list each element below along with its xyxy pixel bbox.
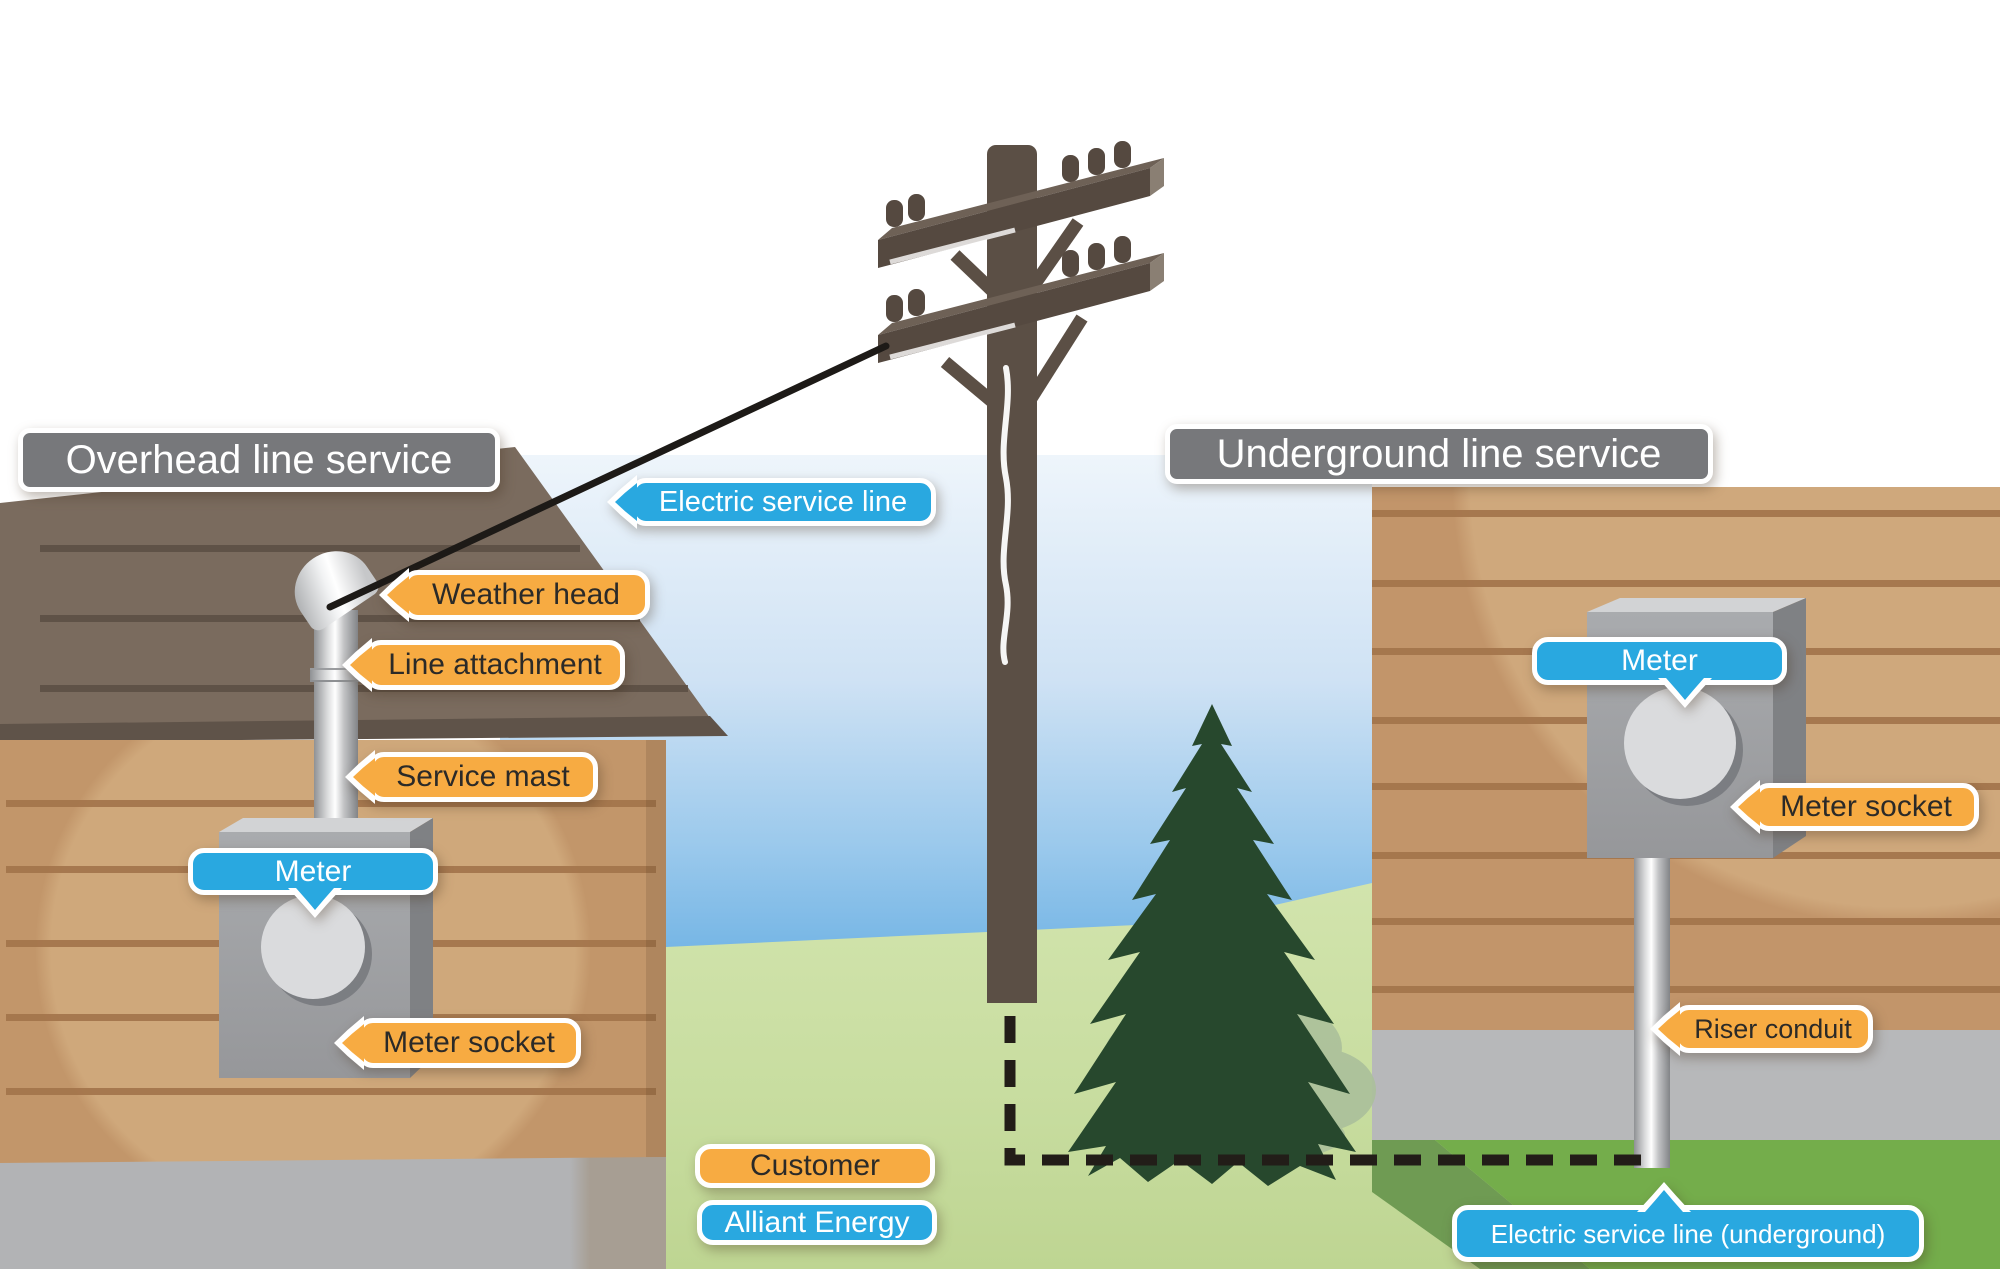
insulator: [886, 200, 903, 227]
right-meter-box-top: [1587, 598, 1806, 612]
label-text: Meter: [1621, 644, 1698, 677]
label-text: Meter socket: [383, 1026, 555, 1059]
insulator: [886, 295, 903, 322]
siding-line: [1372, 918, 2000, 925]
label-text: Electric service line: [658, 485, 908, 518]
riser-conduit-pipe: [1634, 858, 1670, 1168]
label-text: Service mast: [396, 760, 570, 793]
label-riser-conduit: Riser conduit: [1673, 1005, 1873, 1053]
pole-crack-highlight: [1000, 365, 1011, 665]
insulator: [908, 194, 925, 221]
overhead-service-wire: [326, 342, 890, 611]
left-house-corner-shade: [646, 740, 666, 1157]
right-meter-dial: [1624, 687, 1736, 799]
siding-line: [1372, 580, 2000, 587]
insulator: [1088, 148, 1105, 175]
title-text: Overhead line service: [65, 438, 453, 482]
label-text: Electric service line (underground): [1490, 1218, 1886, 1249]
insulator: [1062, 250, 1079, 277]
label-text: Line attachment: [388, 648, 602, 681]
legend-text: Alliant Energy: [724, 1205, 910, 1239]
label-weather-head: Weather head: [402, 570, 650, 620]
label-electric-service-line: Electric service line: [630, 478, 936, 526]
siding-line: [6, 1088, 656, 1095]
left-house-foundation: [0, 1157, 666, 1269]
roof-shingle-line: [40, 685, 688, 692]
pole-trunk: [987, 145, 1037, 1003]
title-underground-line-service: Underground line service: [1165, 424, 1713, 484]
label-text: Meter socket: [1780, 790, 1952, 823]
siding-line: [1372, 510, 2000, 517]
left-meter-box-top: [219, 818, 433, 832]
legend-customer: Customer: [695, 1144, 935, 1188]
siding-line: [1372, 986, 2000, 993]
legend-alliant-energy: Alliant Energy: [697, 1200, 937, 1245]
title-overhead-line-service: Overhead line service: [18, 428, 500, 492]
upper-crossarm: [878, 141, 1164, 268]
label-line-attachment: Line attachment: [365, 640, 625, 690]
legend-text: Customer: [749, 1149, 881, 1182]
label-text: Meter: [274, 854, 352, 888]
service-mast-pipe: [314, 610, 358, 834]
label-electric-service-line-underground: Electric service line (underground): [1452, 1205, 1924, 1262]
underground-service-route: [1004, 1016, 1642, 1166]
label-service-mast: Service mast: [368, 752, 598, 802]
label-meter-overhead: Meter: [188, 848, 438, 895]
label-text: Riser conduit: [1694, 1013, 1852, 1044]
label-meter-underground: Meter: [1532, 637, 1787, 685]
mast-coupling: [310, 668, 362, 682]
insulator: [1088, 243, 1105, 270]
insulator: [908, 289, 925, 316]
label-text: Weather head: [432, 578, 620, 611]
pole-trunk-base: [987, 985, 1037, 1003]
roof-shingle-line: [40, 545, 580, 552]
insulator: [1114, 236, 1131, 263]
title-text: Underground line service: [1216, 432, 1662, 476]
utility-pole: [878, 141, 1164, 1003]
label-meter-socket-overhead: Meter socket: [357, 1018, 581, 1068]
lower-crossarm: [878, 236, 1164, 363]
left-meter-dial: [261, 895, 365, 999]
label-meter-socket-underground: Meter socket: [1753, 783, 1979, 831]
insulator: [1114, 141, 1131, 168]
evergreen-tree: [1068, 704, 1356, 1186]
insulator: [1062, 155, 1079, 182]
